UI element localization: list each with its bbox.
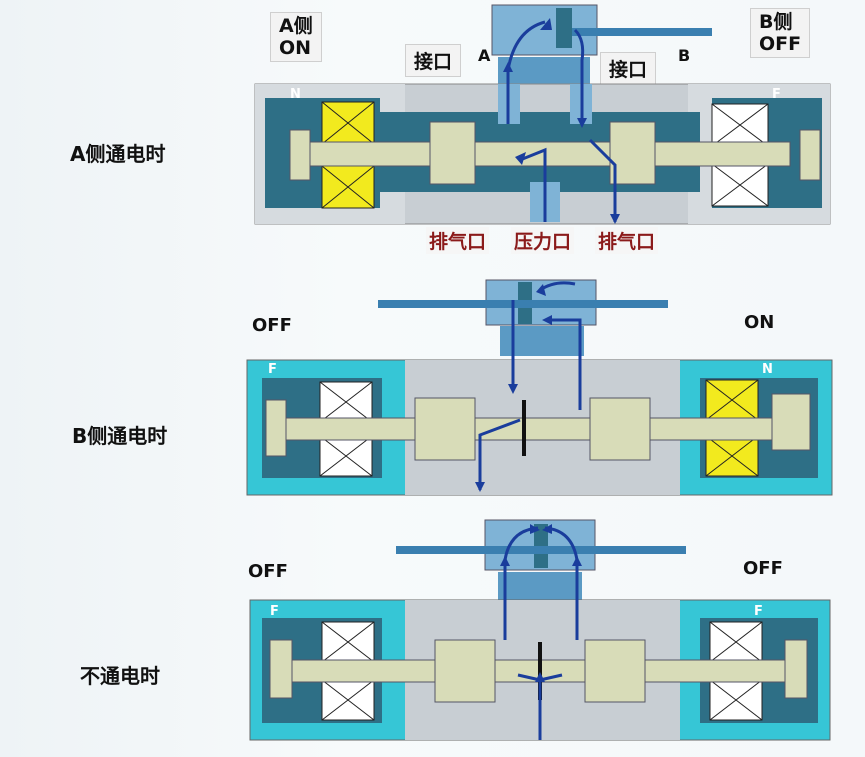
port-left-label: 接口 <box>405 44 462 77</box>
valve-diagram-a: N F <box>254 4 831 225</box>
port-right-label: 接口 <box>600 52 657 85</box>
left-state-label: ON <box>279 37 312 59</box>
left-state-label: OFF <box>248 561 288 582</box>
right-state-label: OFF <box>759 33 802 55</box>
pressure-port-label: 压力口 <box>511 227 575 254</box>
right-state-label: ON <box>744 312 775 333</box>
valve-diagram-b: F N <box>246 279 833 496</box>
side-b-label: B侧 <box>759 11 793 33</box>
right-pole-label: F <box>772 87 781 102</box>
exhaust-right-label: 排气口 <box>595 227 659 254</box>
row-label: A侧通电时 <box>70 142 166 166</box>
row-label: B侧通电时 <box>72 424 168 448</box>
left-pole-label: N <box>290 87 301 102</box>
port-a-letter: A <box>478 46 491 65</box>
side-a-callout: A侧 ON <box>270 12 322 62</box>
left-state-label: OFF <box>252 315 292 336</box>
left-pole-label: F <box>268 362 277 377</box>
exhaust-left-label: 排气口 <box>426 227 490 254</box>
side-b-callout: B侧 OFF <box>750 8 811 58</box>
valve-diagram-c: F F <box>249 519 831 741</box>
port-b-letter: B <box>678 46 691 65</box>
side-a-label: A侧 <box>279 15 313 37</box>
right-pole-label: N <box>762 362 773 377</box>
right-pole-label: F <box>754 604 763 619</box>
right-state-label: OFF <box>743 558 783 579</box>
left-pole-label: F <box>270 604 279 619</box>
row-label: 不通电时 <box>80 664 160 688</box>
